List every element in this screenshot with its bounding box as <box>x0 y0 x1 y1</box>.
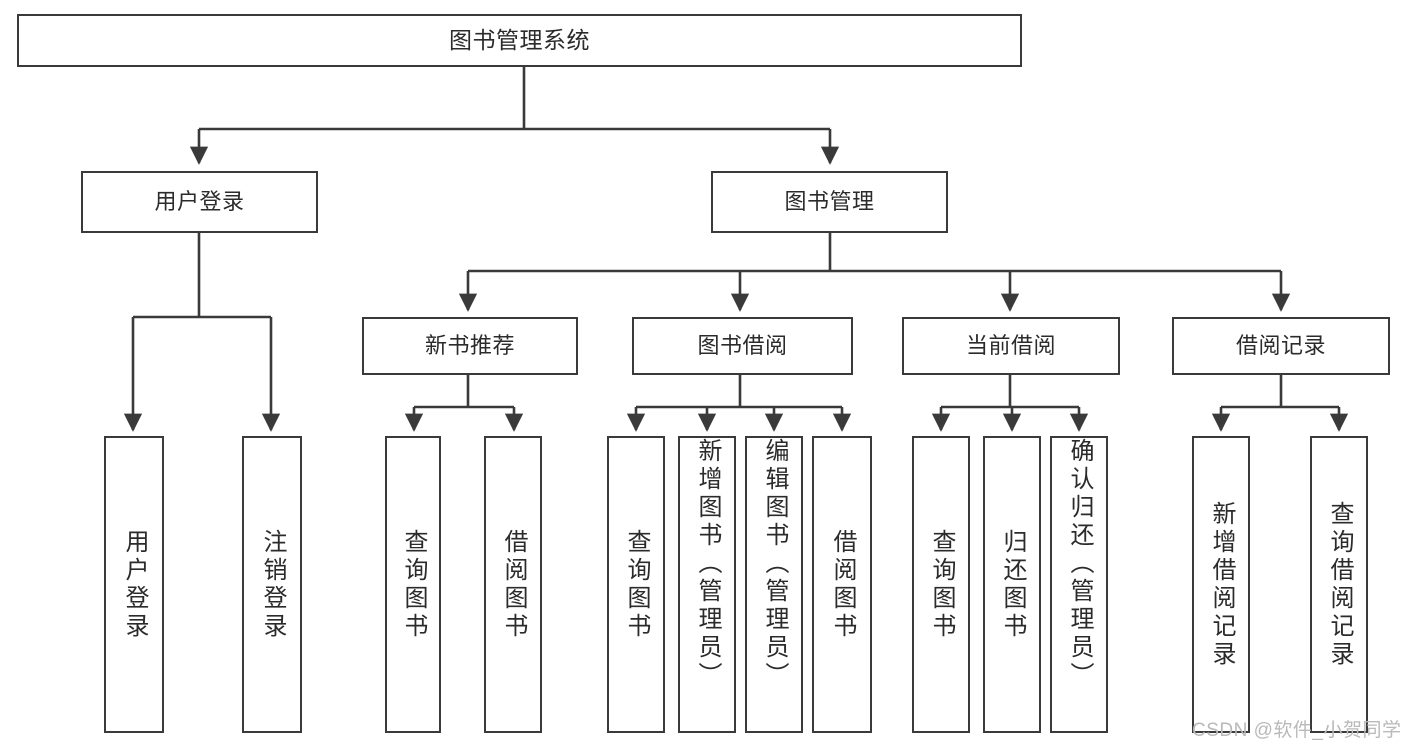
node-label: 查询图书 <box>400 528 427 641</box>
node-leaf-borrow-book-1[interactable]: 借阅图书 <box>484 436 542 733</box>
node-leaf-borrow-book-2[interactable]: 借阅图书 <box>812 436 872 733</box>
node-leaf-logout-login[interactable]: 注销登录 <box>242 436 302 733</box>
node-label: 新书推荐 <box>424 333 515 359</box>
node-label: 图书管理系统 <box>449 26 590 53</box>
node-label: 用户登录 <box>154 189 245 215</box>
node-label: 查询图书 <box>928 528 955 641</box>
node-label: 新增图书（管理员） <box>694 438 721 690</box>
node-leaf-user-login[interactable]: 用户登录 <box>104 436 164 733</box>
node-leaf-edit-book-admin[interactable]: 编辑图书（管理员） <box>745 436 803 733</box>
node-leaf-confirm-return[interactable]: 确认归还（管理员） <box>1050 436 1108 733</box>
node-leaf-add-borrow-record[interactable]: 新增借阅记录 <box>1192 436 1250 733</box>
node-label: 图书借阅 <box>697 333 788 359</box>
csdn-watermark: CSDN @软件_小贺同学 <box>1192 720 1402 741</box>
node-leaf-return-book[interactable]: 归还图书 <box>983 436 1041 733</box>
node-label: 借阅图书 <box>829 528 856 641</box>
node-leaf-query-book-2[interactable]: 查询图书 <box>607 436 665 733</box>
node-label: 借阅记录 <box>1235 333 1326 359</box>
node-label: 注销登录 <box>259 528 286 641</box>
node-label: 用户登录 <box>121 528 148 641</box>
node-borrow-record[interactable]: 借阅记录 <box>1172 317 1390 375</box>
node-label: 借阅图书 <box>500 528 527 641</box>
node-current-borrow[interactable]: 当前借阅 <box>902 317 1120 375</box>
node-user-login[interactable]: 用户登录 <box>81 171 318 233</box>
node-leaf-add-book-admin[interactable]: 新增图书（管理员） <box>678 436 736 733</box>
node-leaf-query-book-1[interactable]: 查询图书 <box>385 436 441 733</box>
node-label: 查询图书 <box>623 528 650 641</box>
node-label: 查询借阅记录 <box>1326 500 1353 669</box>
node-label: 新增借阅记录 <box>1208 500 1235 669</box>
node-label: 当前借阅 <box>965 333 1056 359</box>
node-book-manage[interactable]: 图书管理 <box>711 171 948 233</box>
node-book-management-system[interactable]: 图书管理系统 <box>17 14 1022 67</box>
node-new-book-recommend[interactable]: 新书推荐 <box>362 317 578 375</box>
node-label: 确认归还（管理员） <box>1066 438 1093 690</box>
node-label: 编辑图书（管理员） <box>761 438 788 690</box>
node-label: 归还图书 <box>999 528 1026 641</box>
node-label: 图书管理 <box>784 189 875 215</box>
node-leaf-query-book-3[interactable]: 查询图书 <box>912 436 970 733</box>
node-leaf-query-borrow-record[interactable]: 查询借阅记录 <box>1310 436 1368 733</box>
node-book-borrow[interactable]: 图书借阅 <box>632 317 853 375</box>
